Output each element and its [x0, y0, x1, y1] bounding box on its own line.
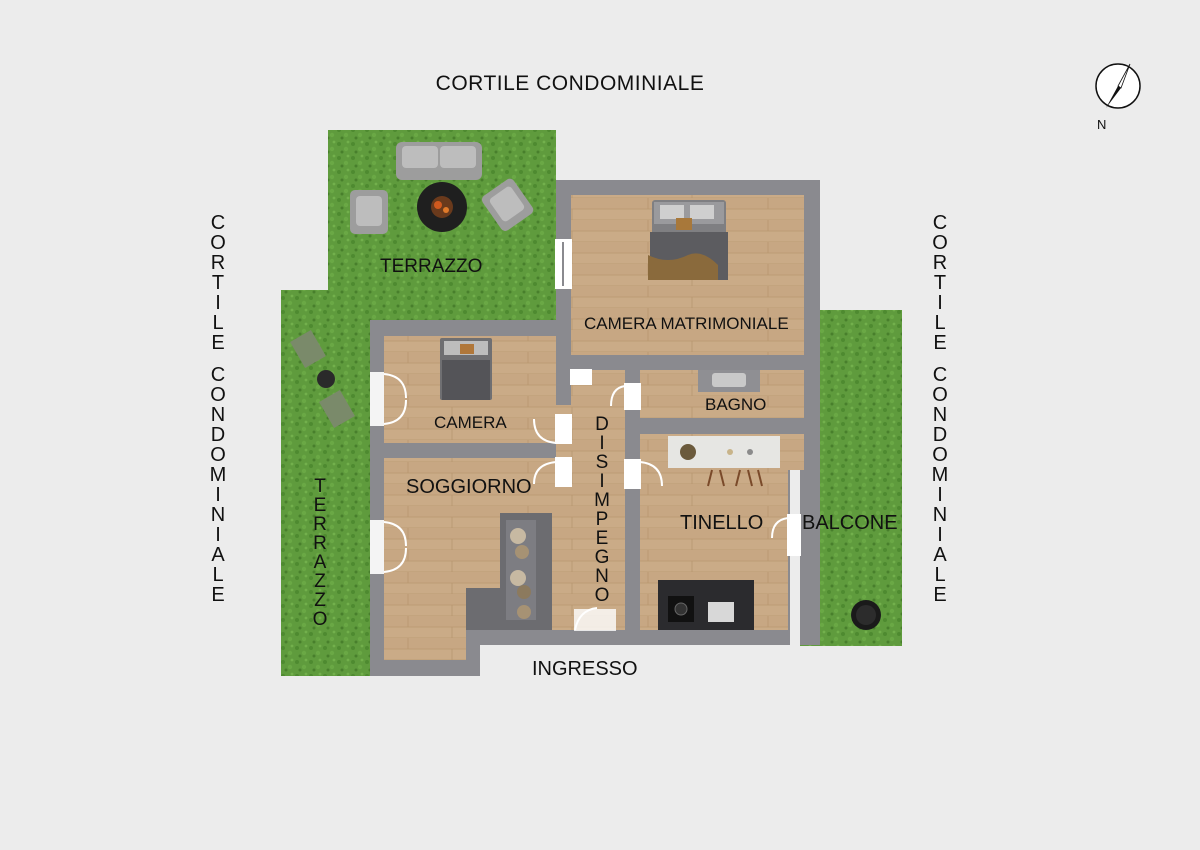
entrance-label: INGRESSO — [532, 658, 638, 680]
deck-chair-icon — [290, 330, 355, 428]
terrace-top-label: TERRAZZO — [380, 256, 483, 277]
table-icon — [668, 436, 780, 487]
sofa-icon — [466, 513, 552, 630]
dining-room-label: TINELLO — [680, 512, 764, 534]
armchair-icon — [350, 190, 388, 234]
terrace-left-area — [281, 290, 370, 676]
master-bedroom-label: CAMERA MATRIMONIALE — [584, 314, 789, 333]
kitchen-counter-icon — [658, 580, 754, 630]
bed-icon — [440, 338, 492, 400]
bathroom-label: BAGNO — [705, 395, 767, 414]
bedroom-label: CAMERA — [434, 413, 507, 432]
doors — [370, 239, 801, 631]
hallway-floor — [571, 370, 625, 630]
bed-icon — [648, 200, 728, 280]
balcony-label: BALCONE — [802, 512, 898, 534]
planter-icon — [851, 600, 881, 630]
compass-icon — [1095, 63, 1141, 109]
grass-areas — [281, 130, 902, 676]
fire-pit-icon — [417, 182, 467, 232]
courtyard-top-label: CORTILE CONDOMINIALE — [435, 72, 705, 95]
north-label: N — [1097, 117, 1107, 132]
sink-icon — [698, 370, 760, 392]
sofa-icon — [396, 142, 482, 180]
living-room-label: SOGGIORNO — [406, 476, 532, 498]
armchair-icon — [481, 178, 534, 231]
